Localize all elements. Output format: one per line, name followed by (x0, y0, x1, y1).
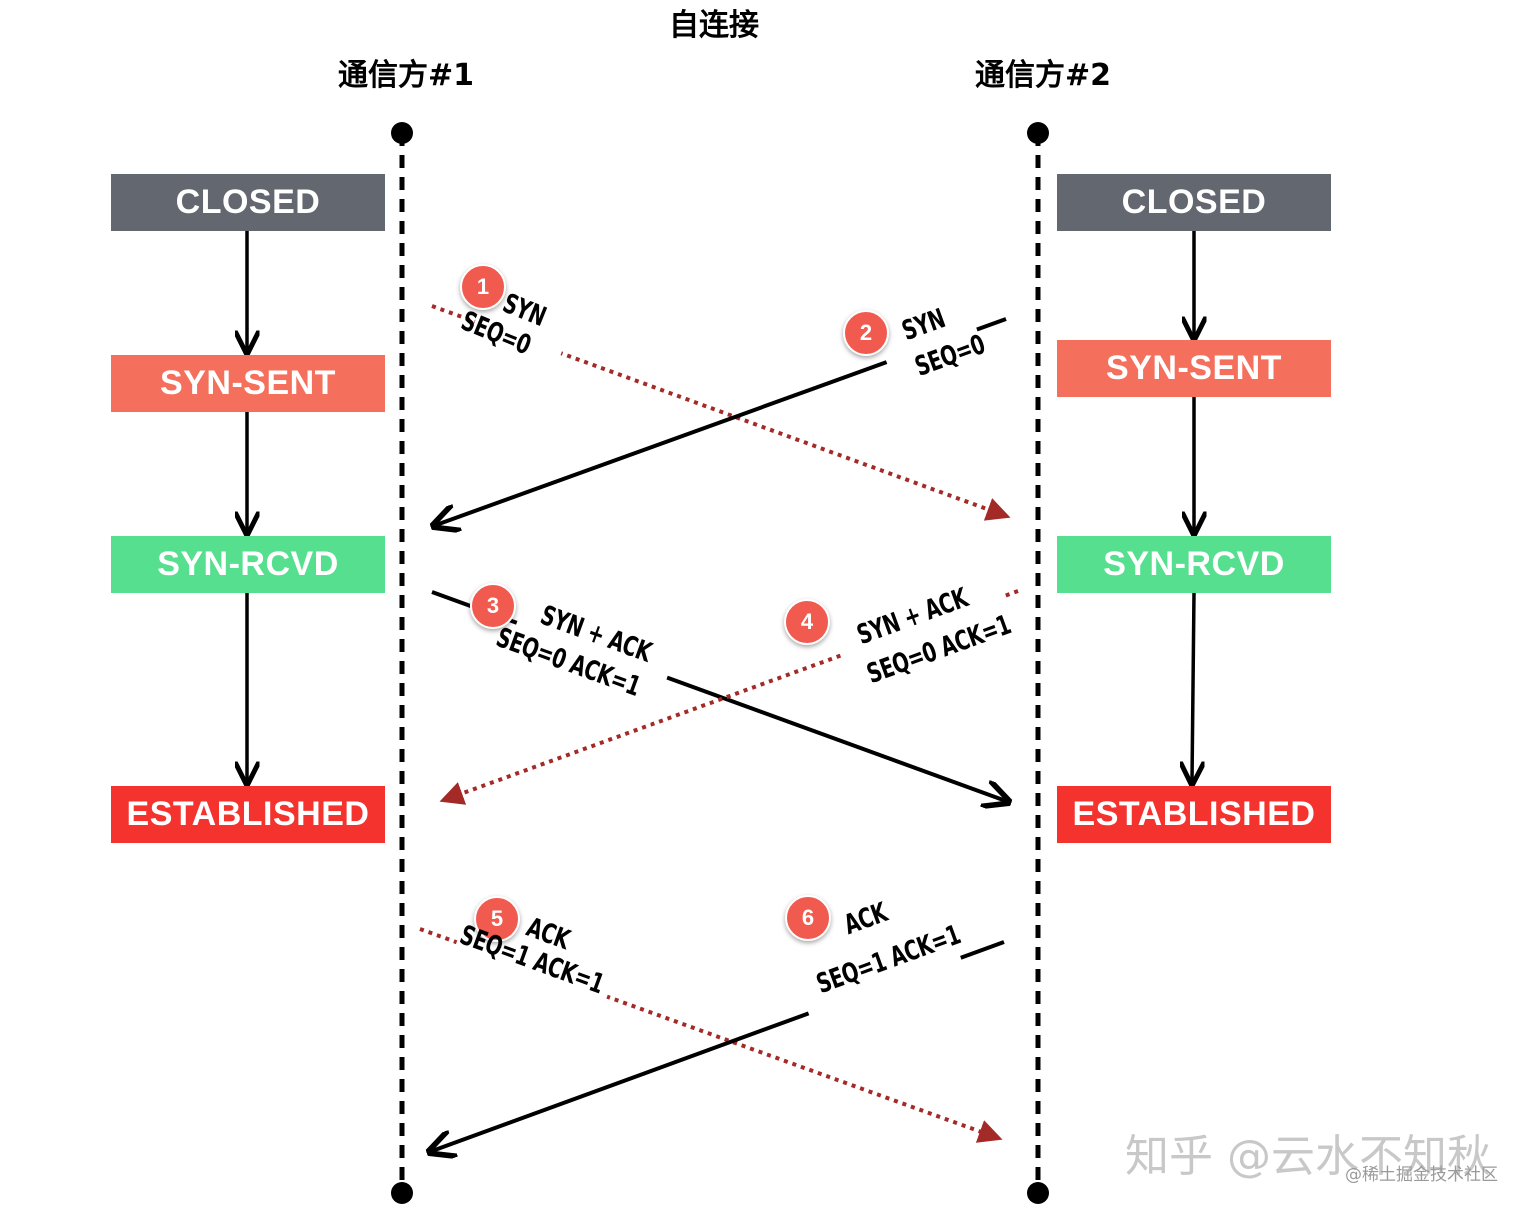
diagram-title: 自连接 (669, 8, 759, 43)
lifeline-left-top-dot (391, 122, 413, 144)
state-right-established: ESTABLISHED (1057, 786, 1331, 843)
state-right-closed: CLOSED (1057, 174, 1331, 231)
lifeline-right-bottom-dot (1027, 1182, 1049, 1204)
step-badge-6: 6 (785, 895, 831, 941)
step-badge-1: 1 (460, 264, 506, 310)
party-right-label: 通信方#2 (975, 58, 1112, 93)
step-badge-2: 2 (843, 310, 889, 356)
transition-right-3 (1192, 592, 1194, 781)
step-badge-4: 4 (784, 599, 830, 645)
step-badge-5: 5 (474, 896, 520, 942)
party-left-label: 通信方#1 (338, 58, 475, 93)
state-right-syn-sent: SYN-SENT (1057, 340, 1331, 397)
state-left-syn-rcvd: SYN-RCVD (111, 536, 385, 593)
state-left-closed: CLOSED (111, 174, 385, 231)
step-badge-3: 3 (470, 583, 516, 629)
watermark-sub: @稀土掘金技术社区 (1345, 1165, 1498, 1185)
lifeline-left-bottom-dot (391, 1182, 413, 1204)
state-left-established: ESTABLISHED (111, 786, 385, 843)
state-right-syn-rcvd: SYN-RCVD (1057, 536, 1331, 593)
watermark-main: 知乎 @云水不知秋 (1125, 1131, 1491, 1182)
state-left-syn-sent: SYN-SENT (111, 355, 385, 412)
lifeline-right-top-dot (1027, 122, 1049, 144)
